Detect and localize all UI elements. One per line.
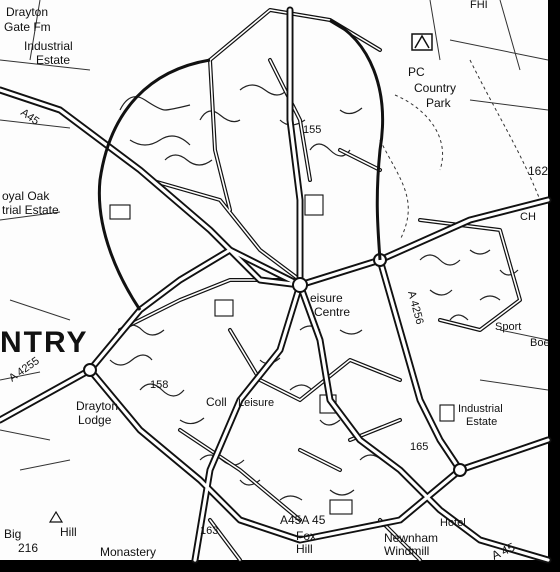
triangulation-point-icon: [48, 510, 64, 523]
label-gate-fm: Gate Fm: [4, 20, 51, 34]
label-a45a: A45A 45: [280, 513, 326, 527]
label-town-ntry: NTRY: [0, 326, 89, 359]
label-newnham: Newnham: [384, 531, 438, 545]
building-block: [439, 404, 455, 422]
campsite-icon: [414, 34, 430, 49]
building-block: [109, 204, 131, 220]
label-drayton-lodge: Drayton: [76, 399, 118, 413]
label-165: 165: [410, 441, 428, 453]
label-162: 162: [528, 164, 548, 178]
label-216: 216: [18, 541, 38, 555]
ring-road-east: [329, 18, 385, 261]
label-fox-hill: Hill: [296, 542, 313, 556]
building-block: [329, 499, 353, 515]
label-ch: CH: [520, 211, 536, 223]
label-pc: PC: [408, 65, 425, 79]
label-hotel: Hotel: [440, 517, 466, 529]
label-estate: Estate: [36, 53, 70, 67]
roundabout: [83, 363, 97, 377]
label-royal-oak: oyal Oak: [2, 189, 50, 203]
label-windmill: Windmill: [384, 544, 429, 558]
label-boe: Boe: [530, 337, 550, 349]
building-block: [304, 194, 324, 216]
label-top-right: FHI: [470, 0, 488, 11]
label-155-top: 155: [303, 124, 321, 136]
label-leisure-centre: eisure: [310, 291, 343, 305]
label-big: Big: [4, 527, 21, 541]
label-sport: Sport: [495, 321, 521, 333]
label-industrial: Industrial: [24, 39, 73, 53]
label-park: Park: [426, 96, 452, 110]
label-drayton-gate: Drayton: [6, 5, 48, 19]
label-country: Country: [414, 81, 456, 95]
major-roads: [0, 6, 552, 564]
ring-road-west: [97, 58, 211, 311]
label-leisure-centre-2: Centre: [314, 305, 350, 319]
label-coll: Coll: [206, 395, 227, 409]
building-block: [214, 299, 234, 317]
label-industrial-east-2: Estate: [466, 416, 497, 428]
label-leisure-2: Leisure: [238, 397, 274, 409]
map-symbols: [48, 33, 433, 523]
roundabout: [292, 277, 308, 293]
roundabout: [453, 463, 467, 477]
label-158: 158: [150, 379, 168, 391]
field-boundaries: [0, 0, 549, 471]
label-hill: Hill: [60, 525, 77, 539]
label-monastery: Monastery: [100, 545, 156, 559]
label-industrial-east: Industrial: [458, 403, 503, 415]
label-163: 163: [200, 525, 218, 537]
label-royal-oak-estate: trial Estate: [2, 203, 59, 217]
label-lodge: Lodge: [78, 413, 112, 427]
label-fox: Fox: [296, 529, 316, 543]
